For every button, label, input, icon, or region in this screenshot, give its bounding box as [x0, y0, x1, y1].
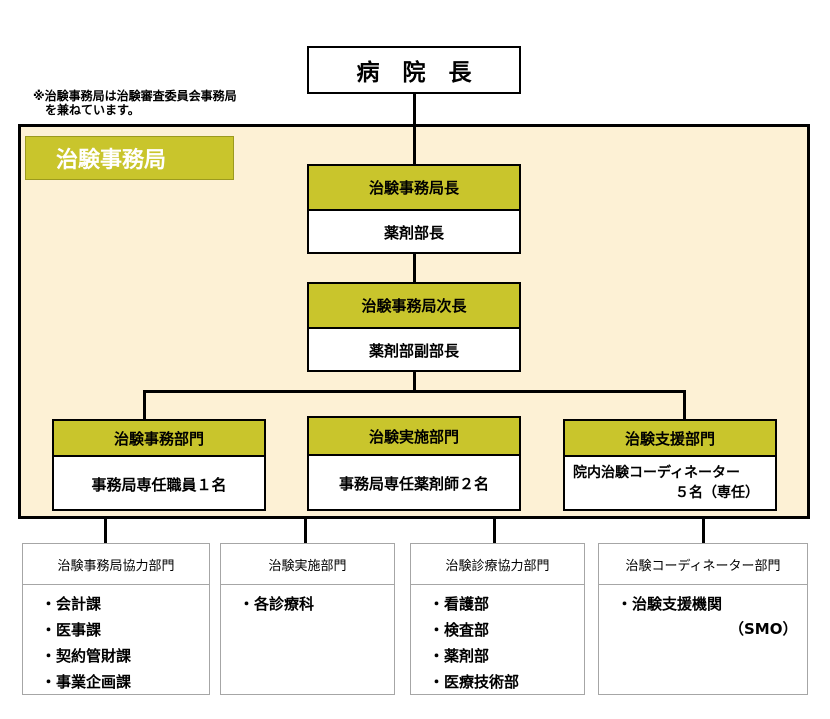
note: ※治験事務局は治験審査委員会事務局 を兼ねています。	[33, 89, 237, 117]
connector-bottom-3	[493, 519, 496, 543]
department-staff-3-line-1: 院内治験コーディネーター	[573, 465, 741, 481]
cooperating-box-1: 治験事務局協力部門 ・会計課 ・医事課 ・契約管財課 ・事業企画課	[22, 543, 210, 695]
department-box-1: 治験事務部門 事務局専任職員１名	[52, 419, 266, 511]
department-staff-3: 院内治験コーディネーター ５名（専任）	[565, 457, 775, 511]
deputy-title: 治験事務局次長	[309, 284, 519, 329]
deputy-box: 治験事務局次長 薬剤部副部長	[307, 282, 521, 372]
department-title-2: 治験実施部門	[309, 418, 519, 456]
connector-dept-3	[683, 390, 686, 419]
list-item: ・各診療科	[239, 595, 315, 613]
connector-bus	[143, 390, 686, 393]
department-staff-1: 事務局専任職員１名	[91, 475, 227, 494]
list-item: ・看護部	[429, 595, 490, 613]
department-box-3: 治験支援部門 院内治験コーディネーター ５名（専任）	[563, 419, 777, 511]
list-item: ・治験支援機関	[617, 595, 723, 613]
connector-top	[413, 94, 416, 164]
hospital-director-box: 病 院 長	[307, 46, 521, 94]
cooperating-title-4: 治験コーディネーター部門	[599, 544, 807, 585]
director-title: 治験事務局長	[309, 166, 519, 211]
list-item: ・検査部	[429, 621, 490, 639]
hospital-director-label: 病 院 長	[356, 60, 472, 86]
connector-bottom-2	[304, 519, 307, 543]
note-line-1: ※治験事務局は治験審査委員会事務局	[33, 89, 237, 103]
list-item: ・医事課	[41, 621, 102, 639]
cooperating-title-3: 治験診療協力部門	[411, 544, 584, 585]
cooperating-title-2: 治験実施部門	[221, 544, 394, 585]
note-line-2: を兼ねています。	[45, 103, 140, 117]
cooperating-list-3: ・看護部 ・検査部 ・薬剤部 ・医療技術部	[411, 585, 584, 695]
cooperating-box-4: 治験コーディネーター部門 ・治験支援機関 （SMO）	[598, 543, 808, 695]
office-tag-label: 治験事務局	[56, 148, 167, 173]
department-title-1: 治験事務部門	[54, 421, 264, 457]
connector-bottom-1	[104, 519, 107, 543]
cooperating-box-3: 治験診療協力部門 ・看護部 ・検査部 ・薬剤部 ・医療技術部	[410, 543, 585, 695]
list-item: ・薬剤部	[429, 647, 490, 665]
department-staff-3-line-2: ５名（専任）	[675, 485, 759, 501]
list-item: ・契約管財課	[41, 647, 132, 665]
connector-deputy-bus	[413, 372, 416, 393]
cooperating-box-2: 治験実施部門 ・各診療科	[220, 543, 395, 695]
list-item: ・会計課	[41, 595, 102, 613]
cooperating-list-1: ・会計課 ・医事課 ・契約管財課 ・事業企画課	[23, 585, 209, 695]
cooperating-title-1: 治験事務局協力部門	[23, 544, 209, 585]
cooperating-extra-4: （SMO）	[729, 620, 798, 638]
list-item: ・事業企画課	[41, 673, 132, 691]
department-staff-2: 事務局専任薬剤師２名	[338, 475, 489, 493]
department-title-3: 治験支援部門	[565, 421, 775, 457]
list-item: ・医療技術部	[429, 673, 520, 691]
connector-dept-1	[143, 390, 146, 419]
director-box: 治験事務局長 薬剤部長	[307, 164, 521, 254]
connector-director-deputy	[413, 254, 416, 282]
cooperating-list-2: ・各診療科	[221, 585, 394, 617]
department-box-2: 治験実施部門 事務局専任薬剤師２名	[307, 416, 521, 511]
connector-bottom-4	[702, 519, 705, 543]
cooperating-list-4: ・治験支援機関	[599, 585, 807, 617]
director-holder: 薬剤部長	[383, 224, 444, 242]
office-tag: 治験事務局	[25, 136, 234, 180]
deputy-holder: 薬剤部副部長	[368, 342, 459, 360]
